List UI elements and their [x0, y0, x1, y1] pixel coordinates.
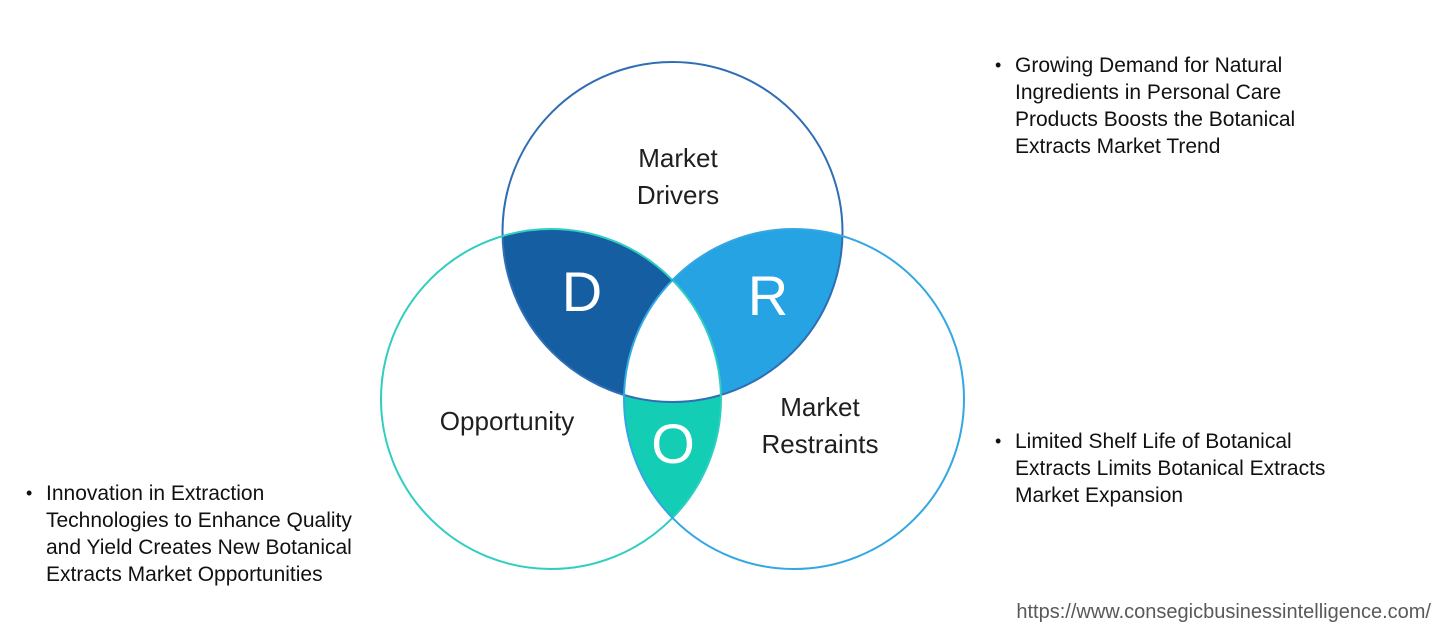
drivers-bullet-line: Growing Demand for Natural	[1015, 54, 1283, 77]
restraints-bullet-line: Extracts Limits Botanical Extracts	[1015, 457, 1326, 480]
letter-d: D	[561, 260, 603, 323]
restraints-bullet-item: • Limited Shelf Life of Botanical Extrac…	[993, 428, 1373, 509]
opportunity-circle	[380, 228, 722, 570]
opportunity-bullet-line: Extracts Market Opportunities	[46, 563, 323, 586]
restraints-circle	[623, 228, 965, 570]
opportunity-bullet-item: • Innovation in Extraction Technologies …	[24, 480, 404, 588]
drivers-bullet-line: Products Boosts the Botanical	[1015, 108, 1296, 131]
drivers-bullet-line: Extracts Market Trend	[1015, 135, 1221, 158]
opportunity-label: Opportunity	[439, 406, 575, 436]
drivers-bullet-item: • Growing Demand for Natural Ingredients…	[993, 52, 1353, 160]
center-triple-overlap-region	[624, 280, 721, 402]
drivers-bullet-line: Ingredients in Personal Care	[1015, 81, 1282, 104]
opportunity-bullet-line: Technologies to Enhance Quality	[46, 509, 352, 532]
opportunity-bullet-line: Innovation in Extraction	[46, 482, 265, 505]
letter-o: O	[651, 412, 695, 475]
letter-r: R	[747, 264, 789, 327]
market-drivers-label: Market Drivers	[636, 143, 720, 210]
bullet-dot: •	[995, 55, 1002, 75]
restraints-bullet-line: Market Expansion	[1015, 484, 1184, 507]
market-restraints-label: Market Restraints	[761, 392, 879, 459]
bullet-dot: •	[995, 431, 1002, 451]
restraints-bullet-line: Limited Shelf Life of Botanical	[1015, 430, 1292, 453]
drivers-circle	[501, 61, 844, 403]
bullet-dot: •	[26, 483, 33, 503]
source-url: https://www.consegicbusinessintelligence…	[1016, 601, 1431, 623]
opportunity-bullet-line: and Yield Creates New Botanical	[46, 536, 352, 559]
